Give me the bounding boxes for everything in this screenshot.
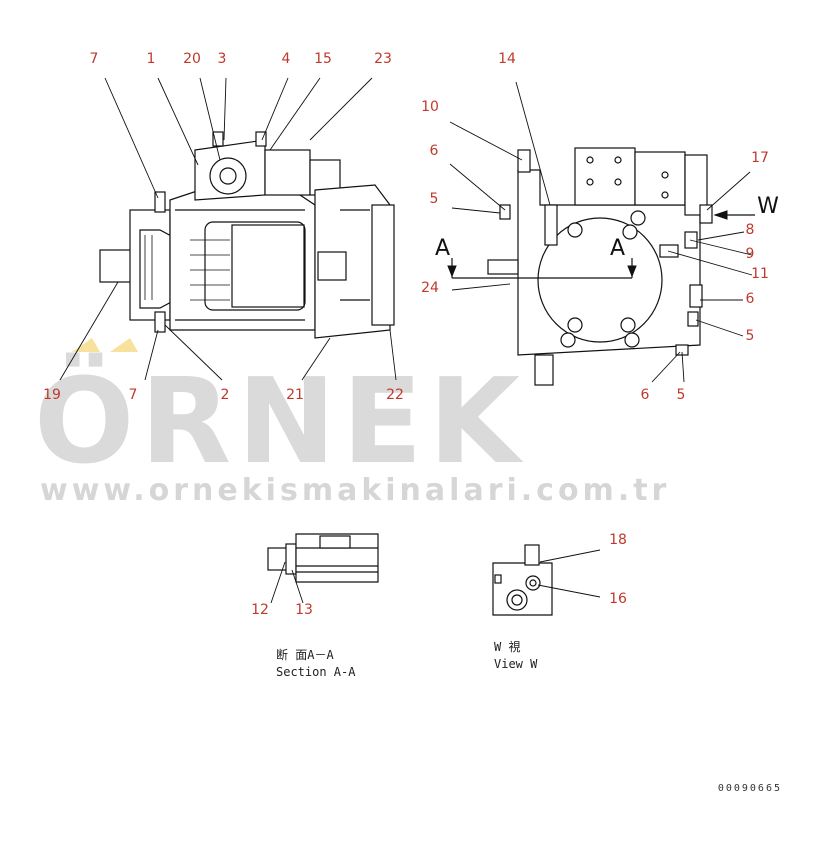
flange-bolt xyxy=(567,317,583,333)
plug xyxy=(267,547,289,571)
callout-2: 2 xyxy=(221,387,230,403)
section-a-a: 12 13 断 面A－A Section A-A xyxy=(251,533,379,679)
watermark-accent xyxy=(72,338,100,352)
view-w-arrow xyxy=(713,210,755,220)
cylinder-block xyxy=(204,221,306,311)
side-pump-view xyxy=(447,147,713,386)
flange-bolt xyxy=(567,222,583,238)
side-view-leaders xyxy=(449,81,753,383)
callout-9: 9 xyxy=(746,246,755,262)
port-fitting xyxy=(317,251,347,281)
callout-14: 14 xyxy=(498,51,516,67)
main-pump-view xyxy=(99,131,395,339)
watermark-brand: ÖRNEK xyxy=(34,352,526,490)
callout-7-top: 7 xyxy=(90,51,99,67)
callout-18: 18 xyxy=(609,532,627,548)
callout-15: 15 xyxy=(314,51,332,67)
callout-6-right: 6 xyxy=(746,291,755,307)
watermark: ÖRNEK www.ornekismakinalari.com.tr xyxy=(34,338,670,508)
flange-bolt xyxy=(622,224,638,240)
document-number: 00090665 xyxy=(718,783,782,794)
callout-21: 21 xyxy=(286,387,304,403)
bolt xyxy=(154,311,166,333)
callout-8: 8 xyxy=(746,222,755,238)
bottom-fitting xyxy=(534,354,554,386)
callout-12: 12 xyxy=(251,602,269,618)
view-w-caption-en: View W xyxy=(494,657,538,671)
callout-6-bottom: 6 xyxy=(641,387,650,403)
callout-5-right: 5 xyxy=(746,328,755,344)
bolt xyxy=(212,131,224,147)
callout-20: 20 xyxy=(183,51,201,67)
callout-7-bottom: 7 xyxy=(129,387,138,403)
bolt xyxy=(255,131,267,147)
adjust-screw xyxy=(544,204,558,246)
view-w-caption-jp: W 視 xyxy=(494,639,520,654)
section-marker-left: A xyxy=(435,236,450,261)
callout-13: 13 xyxy=(295,602,313,618)
callout-23: 23 xyxy=(374,51,392,67)
watermark-accent xyxy=(110,338,138,352)
flange-bolt xyxy=(560,332,576,348)
top-control-block xyxy=(574,147,636,206)
main-view-leaders xyxy=(59,77,397,381)
flange-bolt xyxy=(620,317,636,333)
fitting-16 xyxy=(525,575,541,591)
view-w-marker: W xyxy=(757,194,779,219)
section-markers: A A xyxy=(435,236,625,261)
rear-valve xyxy=(371,204,395,326)
callout-22: 22 xyxy=(386,387,404,403)
side-view-callouts: 14 10 6 5 17 W 8 9 11 24 6 5 6 5 xyxy=(421,51,779,403)
callout-5-bottom: 5 xyxy=(677,387,686,403)
control-block xyxy=(264,149,311,196)
callout-24: 24 xyxy=(421,280,439,296)
callout-5-top-left: 5 xyxy=(430,191,439,207)
flange-bolt xyxy=(624,332,640,348)
callout-16: 16 xyxy=(609,591,627,607)
callout-6-top-left: 6 xyxy=(430,143,439,159)
callout-3: 3 xyxy=(218,51,227,67)
main-view-callouts: 7 1 20 3 4 15 23 19 7 2 21 22 xyxy=(43,51,404,403)
callout-17: 17 xyxy=(751,150,769,166)
view-w: 18 16 W 視 View W xyxy=(492,532,627,671)
callout-1: 1 xyxy=(147,51,156,67)
callout-4: 4 xyxy=(282,51,291,67)
main-bore xyxy=(537,217,663,343)
watermark-url: www.ornekismakinalari.com.tr xyxy=(40,473,670,508)
callout-11: 11 xyxy=(751,266,769,282)
callout-19: 19 xyxy=(43,387,61,403)
callout-10: 10 xyxy=(421,99,439,115)
front-housing xyxy=(129,209,171,321)
section-caption-jp: 断 面A－A xyxy=(276,647,334,662)
section-marker-right: A xyxy=(610,236,625,261)
regulator-piston xyxy=(209,157,247,195)
flange-bolt xyxy=(630,210,646,226)
bolt xyxy=(154,191,166,213)
section-caption-en: Section A-A xyxy=(276,665,356,679)
